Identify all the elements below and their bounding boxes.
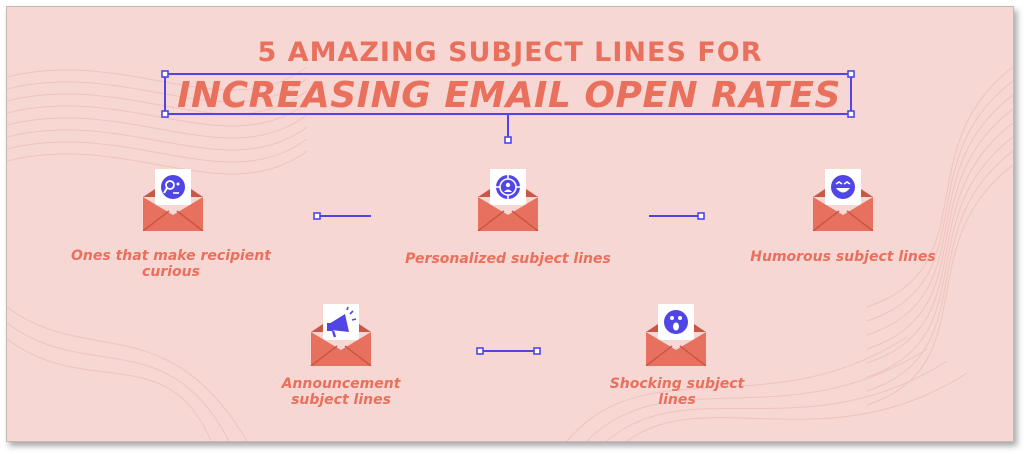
frame-handle bbox=[161, 110, 169, 118]
selection-frame-and-connectors bbox=[161, 70, 855, 355]
frame-handle bbox=[847, 110, 855, 118]
frame-handle bbox=[847, 70, 855, 78]
title-selection-frame bbox=[164, 73, 852, 115]
megaphone-icon bbox=[327, 306, 357, 338]
label-humorous: Humorous subject lines bbox=[750, 249, 936, 265]
envelope-node-announcement bbox=[310, 304, 372, 366]
frame-handle bbox=[161, 70, 169, 78]
shocked-face-icon bbox=[664, 310, 688, 334]
label-announcement: Announcement subject lines bbox=[281, 376, 401, 408]
label-shocking: Shocking subject lines bbox=[609, 376, 745, 408]
background-wave-lines bbox=[7, 66, 1013, 441]
stem-handle bbox=[504, 136, 512, 144]
envelope-node-humorous bbox=[812, 169, 874, 231]
connector-handle bbox=[313, 212, 321, 220]
envelope-node-curious bbox=[142, 169, 204, 231]
envelope-node-personalized bbox=[477, 169, 539, 231]
connector-handle bbox=[533, 347, 541, 355]
laughing-face-icon bbox=[831, 175, 855, 199]
title-line-2: INCREASING EMAIL OPEN RATES bbox=[177, 75, 841, 116]
infographic-canvas: 5 AMAZING SUBJECT LINES FOR INCREASING E… bbox=[6, 6, 1014, 442]
title-line-1: 5 AMAZING SUBJECT LINES FOR bbox=[257, 37, 763, 68]
connector-handle bbox=[697, 212, 705, 220]
envelope-node-shocking bbox=[645, 304, 707, 366]
connector-handle bbox=[476, 347, 484, 355]
label-personalized: Personalized subject lines bbox=[405, 251, 611, 267]
label-curious: Ones that make recipient curious bbox=[71, 248, 271, 280]
